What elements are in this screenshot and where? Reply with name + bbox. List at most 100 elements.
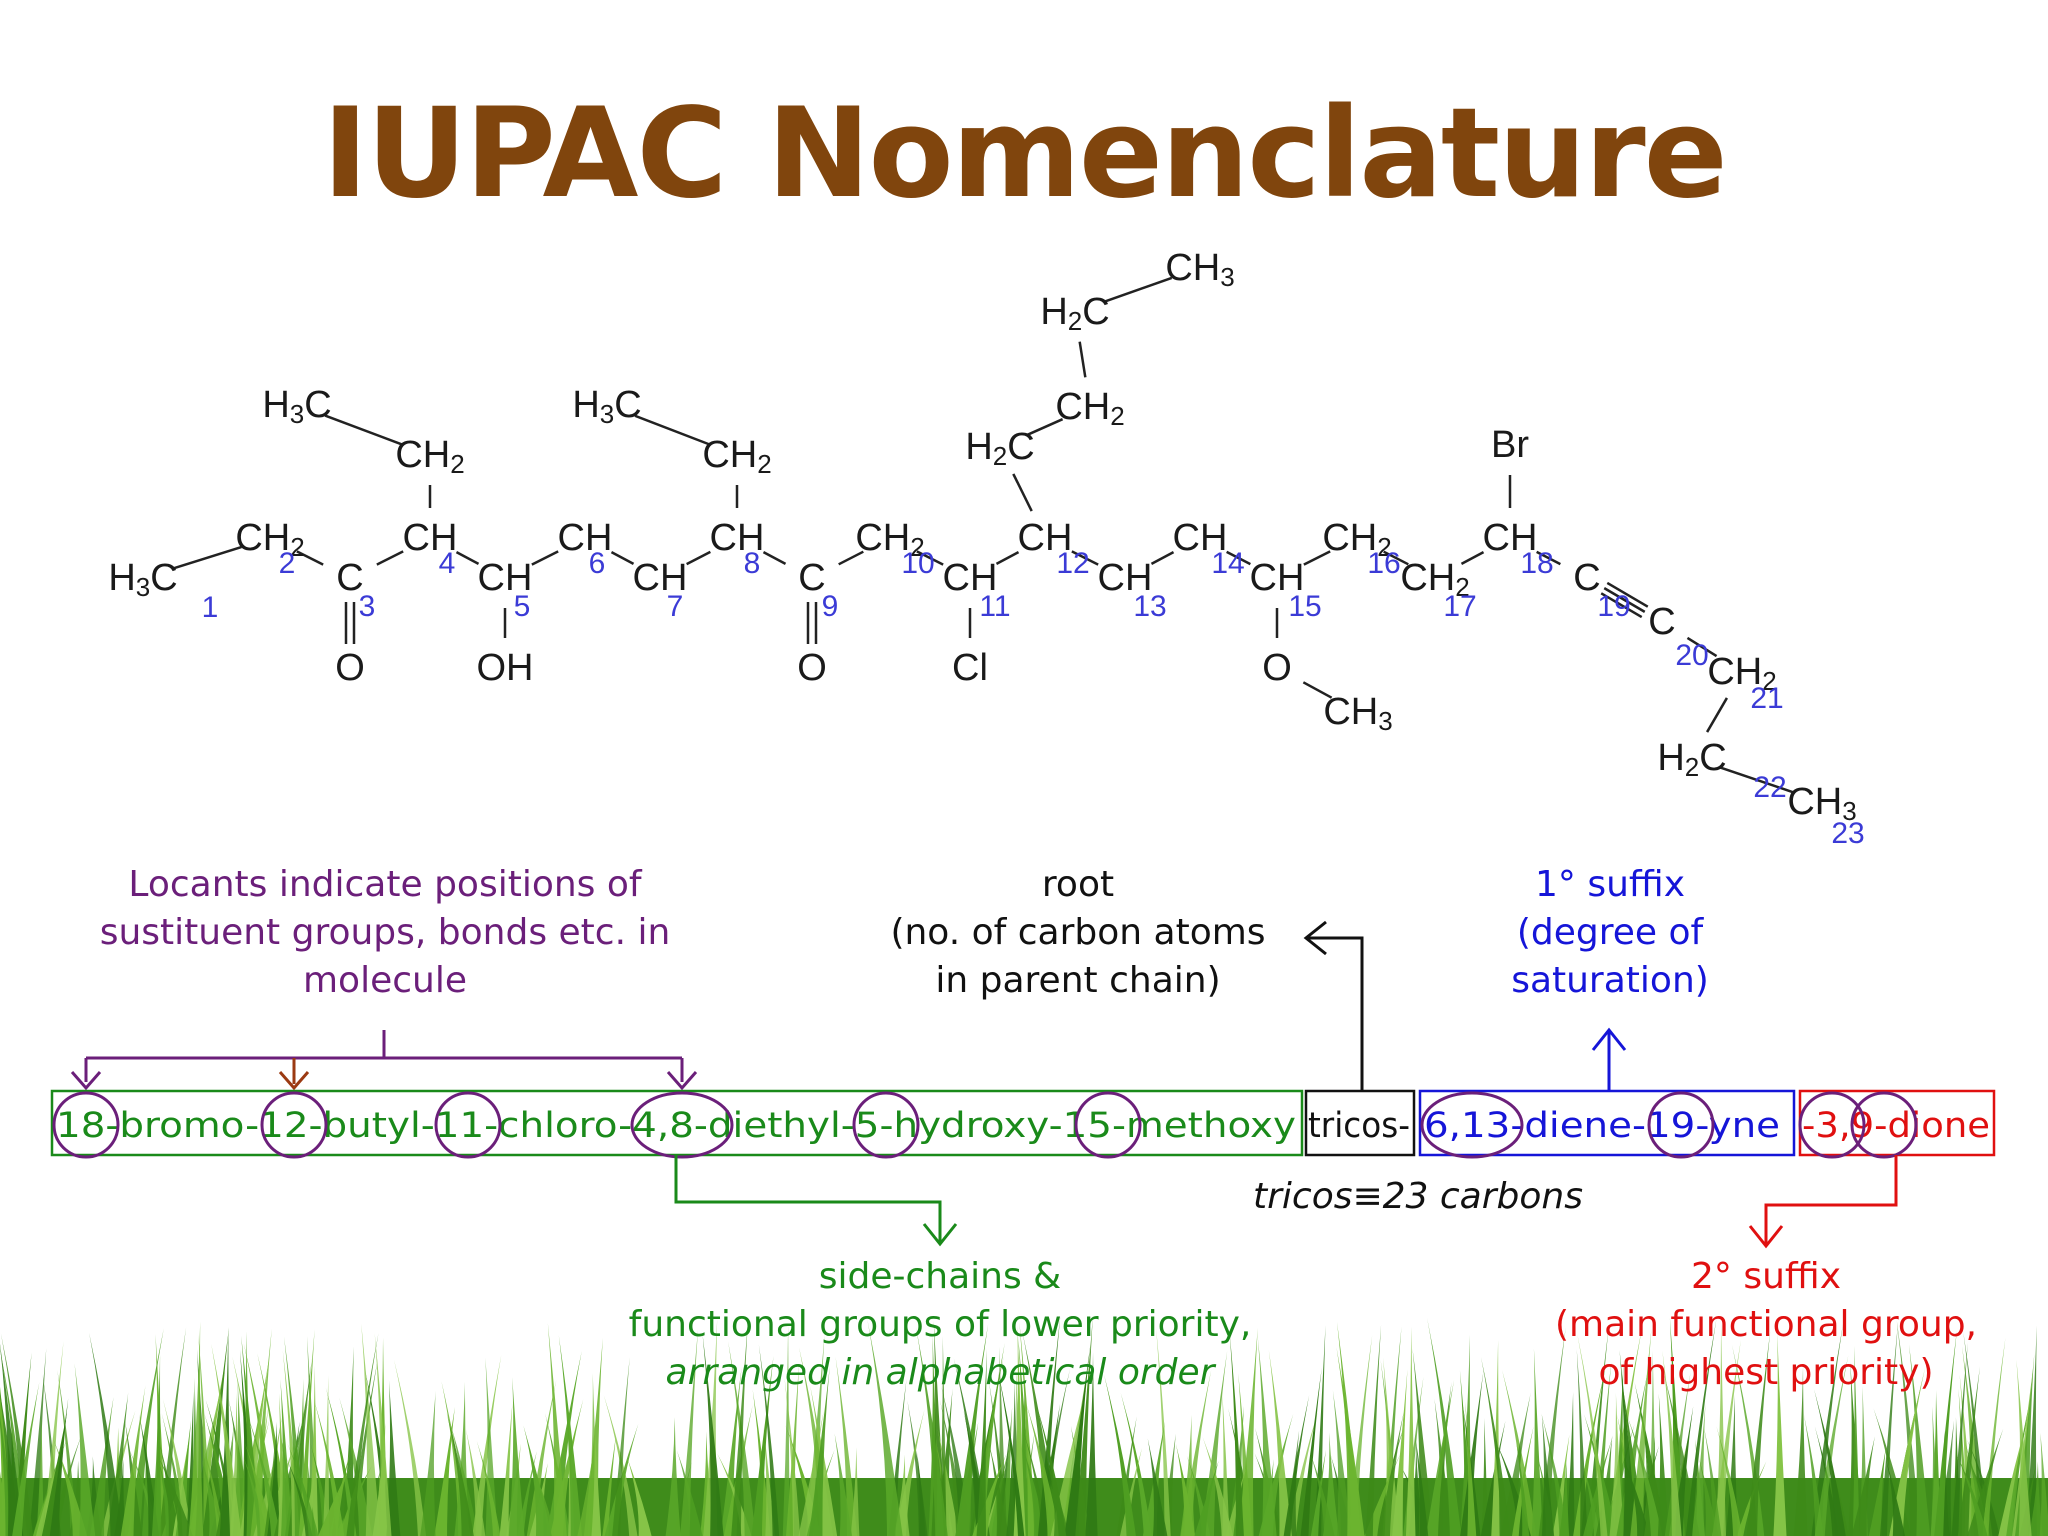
grass-blade [1427, 1318, 1462, 1536]
grass-blade [12, 1381, 40, 1536]
grass-blade [591, 1421, 602, 1536]
locant-circles [52, 1091, 1918, 1159]
locant-number: 14 [1211, 547, 1244, 580]
suffix2-arrow [1748, 1155, 1898, 1249]
grass-blade [1576, 1349, 1588, 1536]
suffix1-box [1418, 1089, 1796, 1157]
grass-blade [1626, 1414, 1663, 1536]
bond-line [531, 550, 559, 566]
grass-blade [1237, 1327, 1258, 1536]
grass-blade [1793, 1367, 1808, 1536]
grass-blade [318, 1463, 352, 1536]
bond-line [1460, 551, 1485, 565]
molecule-atoms: H3CCH2COCHCH2H3CCHOHCHCHCHCH2H3CCOCH2CHC… [108, 247, 1856, 826]
locant-number: 16 [1367, 547, 1400, 580]
grass-blade [1481, 1418, 1488, 1536]
grass-blade [989, 1444, 1009, 1536]
grass-blade [784, 1378, 801, 1536]
grass-blade [188, 1321, 204, 1536]
atom-label: O [1262, 647, 1292, 689]
grass-blade [893, 1454, 910, 1536]
sidechain-caption: side-chains & functional groups of lower… [629, 1256, 1252, 1393]
bond-line [296, 550, 324, 566]
grass-blade [374, 1333, 392, 1536]
grass-blade [1378, 1411, 1404, 1536]
grass-blade [36, 1415, 44, 1536]
grass-blade [211, 1343, 242, 1536]
grass-blade [1814, 1389, 1846, 1536]
grass-blade [1035, 1402, 1067, 1536]
grass-blade [1495, 1440, 1531, 1536]
locant-number: 10 [901, 547, 934, 580]
suffix2-caption-line3: of highest priority) [1598, 1352, 1933, 1393]
grass-blade [976, 1348, 987, 1536]
grass-blade [1541, 1413, 1569, 1536]
grass-blade [1156, 1328, 1171, 1536]
grass-blade [465, 1429, 486, 1536]
grass-blade [1704, 1428, 1722, 1536]
grass-blade [1814, 1355, 1849, 1536]
name-suffix1: 6,13-diene-19-yne [1424, 1106, 1780, 1146]
grass-blade [1880, 1322, 1899, 1536]
grass-blade [508, 1377, 525, 1536]
grass-blade [1425, 1379, 1455, 1536]
locant-number: 20 [1675, 639, 1708, 672]
grass-blade [782, 1325, 790, 1536]
grass-blade [1664, 1372, 1691, 1536]
atom-label: CH2 [1400, 557, 1469, 602]
grass-blade [1061, 1358, 1090, 1536]
grass-blade [1559, 1462, 1570, 1536]
grass-blade [0, 1344, 24, 1536]
bond-line [1720, 766, 1794, 794]
locant-number: 5 [514, 590, 531, 623]
bond-line [1536, 550, 1561, 566]
bond-line [455, 551, 480, 565]
locants-caption-line1: Locants indicate positions of [128, 864, 642, 905]
atom-label: Cl [952, 647, 988, 689]
grass-blade [49, 1398, 69, 1536]
atom-label: CH [403, 517, 458, 559]
atom-label: CH [1173, 517, 1228, 559]
suffix2-caption-line1: 2° suffix [1691, 1256, 1841, 1297]
bond-line [1686, 636, 1718, 658]
atom-label: H3C [108, 557, 177, 602]
atom-label: H2C [1040, 291, 1109, 336]
sidechain-arrow [674, 1155, 958, 1247]
grass-blade [1025, 1401, 1061, 1536]
grass-blade [1282, 1430, 1300, 1536]
grass-blade [702, 1333, 724, 1536]
grass-blade [1691, 1403, 1706, 1536]
grass-blade [2028, 1461, 2043, 1536]
atom-label: CH2 [1322, 517, 1391, 562]
grass-blade [720, 1367, 742, 1536]
grass-blade [1580, 1456, 1601, 1536]
locant-circle [52, 1091, 120, 1159]
bond-line [686, 550, 711, 566]
name-suffix2: -3,9-dione [1802, 1106, 1990, 1146]
grass-blade [602, 1435, 617, 1536]
sidechain-caption-line3: arranged in alphabetical order [666, 1352, 1217, 1393]
grass-blade [267, 1421, 281, 1536]
bond-line [762, 551, 787, 565]
grass-blade [558, 1335, 582, 1536]
grass-blade [322, 1375, 330, 1536]
grass-blade [1085, 1352, 1098, 1536]
bond-line [1150, 551, 1175, 565]
grass-blade [1586, 1328, 1609, 1536]
grass-blade [247, 1414, 281, 1536]
grass-blade [1116, 1416, 1137, 1536]
grass-blade [1955, 1452, 1988, 1536]
sidechain-caption-line2: functional groups of lower priority, [629, 1304, 1252, 1345]
bond-line [1012, 473, 1033, 512]
suffix2-caption: 2° suffix (main functional group, of hig… [1555, 1256, 1977, 1393]
locants-caption-line2: sustituent groups, bonds etc. in [100, 912, 671, 953]
grass-blade [1716, 1426, 1743, 1536]
locant-number: 6 [589, 547, 606, 580]
bond-line [1303, 550, 1331, 566]
atom-label: Br [1491, 424, 1529, 466]
locant-number: 19 [1597, 590, 1630, 623]
locant-number: 12 [1056, 547, 1089, 580]
grass-blade [1516, 1443, 1530, 1536]
